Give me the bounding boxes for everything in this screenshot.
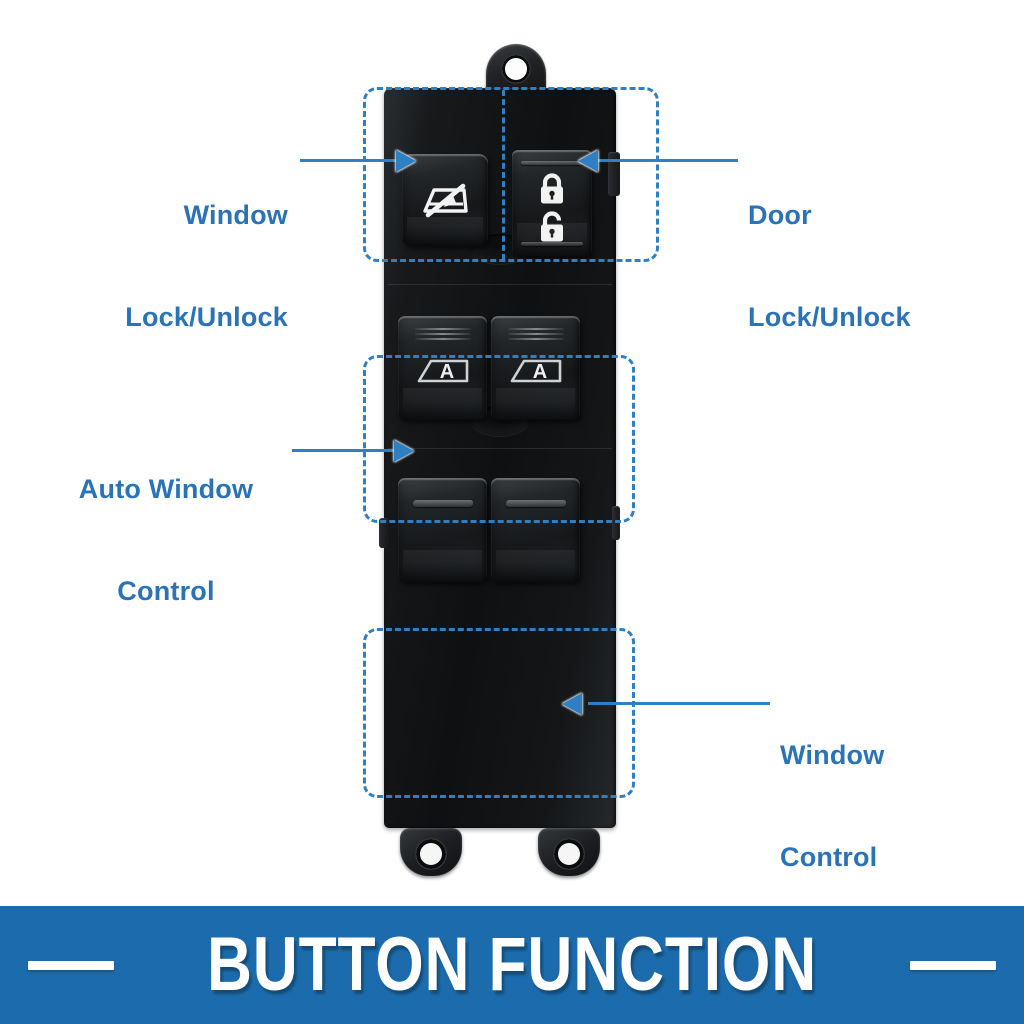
banner-title: BUTTON FUNCTION bbox=[206, 922, 818, 1007]
callout-window-control-line1: Window bbox=[780, 740, 885, 770]
leader-line-door-lock bbox=[598, 159, 738, 162]
housing-side-tab-upper-right bbox=[608, 152, 620, 196]
leader-line-window-control bbox=[588, 702, 770, 705]
mounting-hole-bottom-right bbox=[554, 839, 584, 869]
window-auto-a-icon: A bbox=[510, 359, 561, 383]
housing-seam-upper bbox=[388, 284, 612, 285]
window-crossed-out-icon bbox=[423, 183, 468, 218]
auto-window-button-right[interactable]: A bbox=[491, 316, 580, 420]
mounting-hole-top bbox=[502, 55, 530, 83]
leader-line-window-lock bbox=[300, 159, 402, 162]
callout-window-control-line2: Control bbox=[780, 842, 878, 872]
highlight-box-lock-group bbox=[363, 87, 659, 262]
auto-window-button-left[interactable]: A bbox=[398, 316, 487, 420]
mounting-hole-bottom-left bbox=[416, 839, 446, 869]
window-lock-button[interactable] bbox=[402, 154, 488, 246]
highlight-divider-lock-group bbox=[502, 90, 505, 260]
svg-text:A: A bbox=[532, 361, 546, 383]
callout-door-lock-label: Door Lock/Unlock bbox=[748, 130, 978, 402]
banner-dash-right bbox=[909, 960, 996, 970]
button-function-banner: BUTTON FUNCTION bbox=[0, 906, 1024, 1024]
door-lock-top-bar bbox=[521, 161, 583, 165]
padlock-closed-icon bbox=[541, 173, 563, 204]
svg-text:A: A bbox=[439, 361, 453, 383]
callout-auto-window-line1: Auto Window bbox=[78, 474, 254, 504]
callout-door-lock-line1: Door bbox=[748, 200, 812, 230]
banner-dash-left bbox=[28, 960, 114, 970]
arrow-door-lock bbox=[578, 150, 598, 172]
leader-line-auto-window bbox=[292, 449, 400, 452]
grip-ribs bbox=[414, 328, 471, 343]
housing-side-tab-left bbox=[379, 518, 388, 548]
callout-auto-window-line2: Control bbox=[117, 576, 215, 606]
callout-auto-window-label: Auto Window Control bbox=[40, 404, 292, 676]
bottom-mounting-tab-right bbox=[538, 828, 600, 876]
grip-ribs bbox=[507, 328, 564, 343]
callout-window-lock-line1: Window bbox=[183, 200, 288, 230]
bottom-mounting-tab-left bbox=[400, 828, 462, 876]
highlight-box-window-control bbox=[363, 628, 635, 798]
arrow-window-lock bbox=[396, 150, 416, 172]
callout-window-lock-label: Window Lock/Unlock bbox=[88, 130, 288, 402]
callout-window-control-label: Window Control bbox=[780, 670, 1000, 942]
housing-seam-middle bbox=[388, 448, 612, 449]
window-auto-a-icon: A bbox=[417, 359, 468, 383]
callout-door-lock-line2: Lock/Unlock bbox=[748, 302, 911, 332]
highlight-box-auto-window bbox=[363, 355, 635, 523]
window-control-button-right[interactable] bbox=[491, 478, 580, 582]
callout-window-lock-line2: Lock/Unlock bbox=[125, 302, 288, 332]
housing-side-tab-right bbox=[612, 506, 620, 540]
arrow-auto-window bbox=[394, 440, 414, 462]
arrow-window-control bbox=[562, 693, 582, 715]
window-control-button-left[interactable] bbox=[398, 478, 487, 582]
